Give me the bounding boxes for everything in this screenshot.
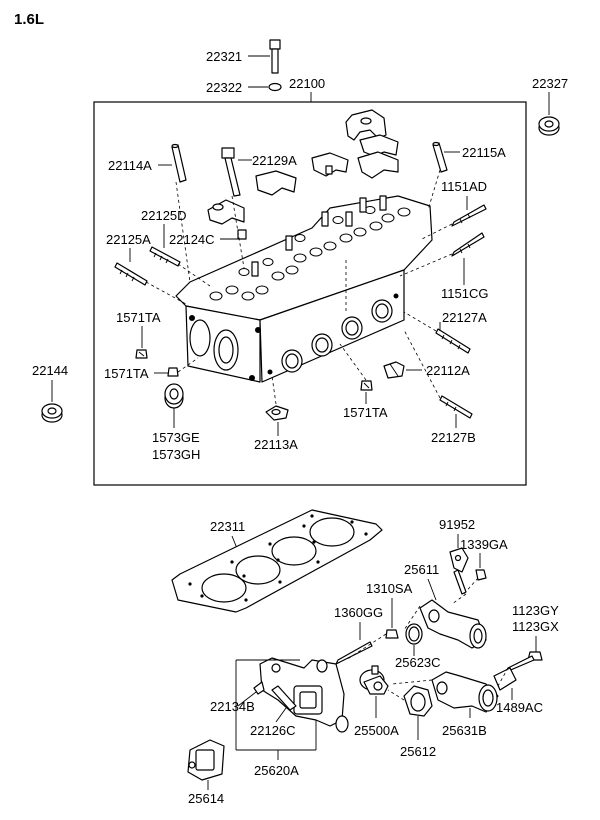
label-1123GX: 1123GX	[512, 619, 559, 634]
label-22125D: 22125D	[141, 208, 187, 223]
label-22114A: 22114A	[108, 158, 152, 173]
label-1151AD: 1151AD	[441, 179, 487, 194]
plug-1573GE	[164, 383, 184, 409]
label-22327: 22327	[532, 76, 568, 91]
dowel-22115A	[432, 141, 448, 173]
label-1360GG: 1360GG	[334, 605, 383, 620]
engine-label: 1.6L	[14, 11, 44, 28]
water-housing-25620A	[259, 657, 349, 733]
label-22134B: 22134B	[210, 699, 255, 714]
label-1489AC: 1489AC	[496, 700, 543, 715]
label-25631B: 25631B	[442, 723, 487, 738]
gasket-25612	[403, 685, 433, 717]
label-1339GA: 1339GA	[460, 537, 508, 552]
label-25500A: 25500A	[354, 723, 399, 738]
dowel-22114A	[171, 143, 187, 183]
label-1571TA-a: 1571TA	[116, 310, 161, 325]
label-22127A: 22127A	[442, 310, 487, 325]
stud-1151CG	[451, 232, 485, 257]
water-outlet-25611	[419, 599, 487, 649]
bolt-1310SA	[385, 629, 399, 639]
stud-1360GG	[335, 641, 373, 665]
bolt-22134B	[253, 681, 265, 695]
stud-1151AD	[451, 204, 487, 227]
label-25612: 25612	[400, 744, 436, 759]
label-22100: 22100	[289, 76, 325, 91]
gasket-25614	[187, 739, 225, 781]
label-1573GH: 1573GH	[152, 447, 200, 462]
label-22124C: 22124C	[169, 232, 215, 247]
label-1310SA: 1310SA	[366, 581, 413, 596]
label-22112A: 22112A	[426, 363, 470, 378]
label-22125A: 22125A	[106, 232, 151, 247]
head-gasket-22311	[171, 509, 383, 613]
label-91952: 91952	[439, 517, 475, 532]
cap-22113A	[265, 405, 289, 421]
stud-22127B	[439, 395, 473, 419]
label-22322: 22322	[206, 80, 242, 95]
plug-1571TA-c	[360, 380, 373, 391]
label-22113A: 22113A	[254, 437, 298, 452]
stud-22125A	[114, 262, 148, 286]
camshaft-bearing-caps	[255, 109, 399, 196]
bolt-22321	[269, 39, 281, 74]
label-25611: 25611	[404, 562, 439, 577]
label-22126C: 22126C	[250, 723, 296, 738]
plug-1571TA-a	[135, 349, 148, 359]
label-25614: 25614	[188, 791, 224, 806]
label-1571TA-b: 1571TA	[104, 366, 149, 381]
bracket-1489AC	[493, 667, 517, 691]
gasket-25623C	[405, 623, 423, 645]
label-22144: 22144	[32, 363, 68, 378]
label-22311: 22311	[210, 519, 245, 534]
cap-22112A	[383, 361, 405, 379]
label-1151CG: 1151CG	[441, 286, 488, 301]
label-22115A: 22115A	[462, 145, 506, 160]
pipe-22126C	[271, 685, 297, 711]
washer-22322	[268, 82, 282, 92]
cylinder-head	[175, 195, 433, 383]
stud-22125D	[149, 246, 181, 267]
thermostat-25500A	[359, 665, 389, 695]
label-22127B: 22127B	[431, 430, 476, 445]
label-22321: 22321	[206, 49, 242, 64]
label-1573GE: 1573GE	[152, 430, 200, 445]
nut-1339GA	[475, 569, 487, 581]
stud-22127A	[435, 328, 471, 354]
label-1571TA-c: 1571TA	[343, 405, 388, 420]
seal-22327	[538, 116, 560, 136]
bolt-22129A	[221, 147, 241, 197]
bracket-91952	[449, 547, 469, 595]
bolt-1123GY	[505, 651, 543, 673]
inlet-pipe-25631B	[431, 671, 499, 713]
label-25620A: 25620A	[254, 763, 299, 778]
plug-1571TA-b	[167, 367, 179, 377]
label-25623C: 25623C	[395, 655, 441, 670]
label-1123GY: 1123GY	[512, 603, 559, 618]
cylinder-head-frame	[93, 101, 527, 486]
seal-22144	[41, 403, 63, 423]
cap-22124C	[207, 199, 247, 240]
label-22129A: 22129A	[252, 153, 297, 168]
